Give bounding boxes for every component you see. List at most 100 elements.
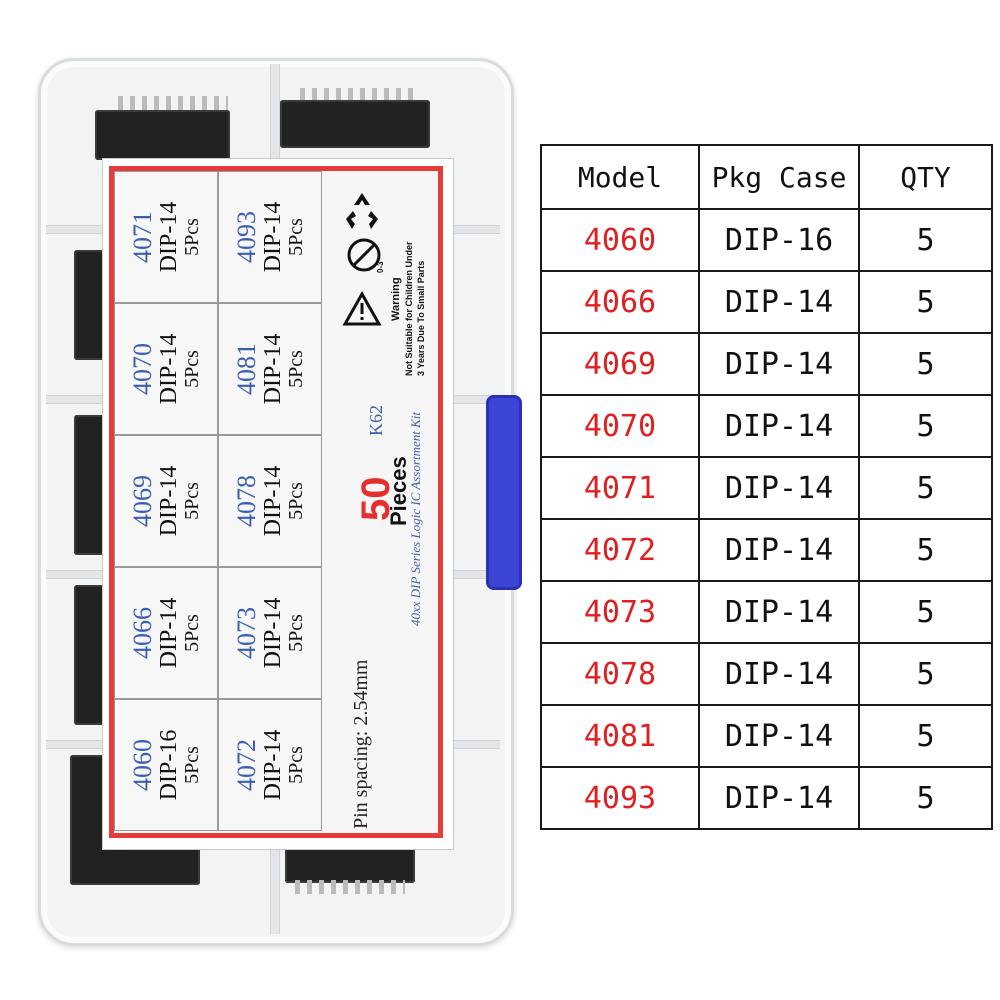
cell-model: 4072 [232,739,262,791]
table-header-row: Model Pkg Case QTY [540,144,993,210]
model-cell: 4072 [540,518,700,582]
cell-model: 4093 [232,211,262,263]
pkg-cell: DIP-14 [698,580,860,644]
cell-quantity: 5Pcs [284,482,307,520]
model-cell: 4093 [540,766,700,830]
warning-triangle-icon [342,291,382,326]
qty-cell: 5 [858,766,993,830]
cell-model: 4066 [128,607,158,659]
model-cell: 4078 [540,642,700,706]
cell-quantity: 5Pcs [284,614,307,652]
pkg-cell: DIP-14 [698,456,860,520]
recycle-icon [346,193,378,229]
qty-cell: 5 [858,394,993,458]
ic-chip [74,585,104,725]
cell-quantity: 5Pcs [284,746,307,784]
cell-package: DIP-14 [155,201,182,273]
header-qty: QTY [858,144,993,210]
ic-chip [280,100,430,148]
cell-package: DIP-16 [155,729,182,801]
cell-package: DIP-14 [155,597,182,669]
warning-line-2: 3 Years Due To Small Parts [416,260,426,376]
cell-quantity: 5Pcs [180,746,203,784]
cell-package: DIP-14 [155,465,182,537]
cell-quantity: 5Pcs [180,218,203,256]
qty-cell: 5 [858,456,993,520]
qty-cell: 5 [858,518,993,582]
cell-quantity: 5Pcs [284,218,307,256]
model-cell: 4070 [540,394,700,458]
cell-model: 4078 [232,475,262,527]
cell-model: 4081 [232,343,262,395]
pkg-cell: DIP-14 [698,332,860,396]
qty-cell: 5 [858,704,993,768]
chip-pins [300,88,420,102]
cell-model: 4073 [232,607,262,659]
cell-package: DIP-14 [259,465,286,537]
qty-cell: 5 [858,580,993,644]
cell-model: 4071 [128,211,158,263]
model-cell: 4081 [540,704,700,768]
pin-spacing: Pin spacing: 2.54mm [350,659,372,829]
chip-pins [295,880,405,894]
pkg-cell: DIP-14 [698,766,860,830]
cell-quantity: 5Pcs [180,350,203,388]
qty-cell: 5 [858,270,993,334]
warning-age: 0-3 [376,261,385,273]
pkg-cell: DIP-14 [698,270,860,334]
box-latch[interactable] [486,395,522,590]
kit-code: K62 [366,405,386,436]
ic-chip [95,110,230,160]
cell-model: 4070 [128,343,158,395]
model-cell: 4073 [540,580,700,644]
cell-model: 4069 [128,475,158,527]
pkg-cell: DIP-14 [698,642,860,706]
ic-chip [74,250,104,360]
no-children-icon [347,238,381,272]
header-model: Model [540,144,700,210]
cell-package: DIP-14 [259,597,286,669]
pkg-cell: DIP-14 [698,394,860,458]
cell-package: DIP-14 [259,729,286,801]
warning-line-1: Not Suitable for Children Under [404,241,414,376]
model-cell: 4066 [540,270,700,334]
cell-package: DIP-14 [259,333,286,405]
pkg-cell: DIP-16 [698,208,860,272]
model-cell: 4069 [540,332,700,396]
cell-package: DIP-14 [259,201,286,273]
cell-quantity: 5Pcs [284,350,307,388]
cell-model: 4060 [128,739,158,791]
model-cell: 4071 [540,456,700,520]
cell-package: DIP-14 [155,333,182,405]
qty-cell: 5 [858,642,993,706]
cell-quantity: 5Pcs [180,482,203,520]
series-text: 40xx DIP Series Logic IC Assortment Kit [408,411,423,626]
header-pkg-case: Pkg Case [698,144,860,210]
warning-label: Warning [390,277,402,321]
ic-chip [74,415,104,555]
model-cell: 4060 [540,208,700,272]
chip-pins [118,96,228,110]
qty-cell: 5 [858,332,993,396]
